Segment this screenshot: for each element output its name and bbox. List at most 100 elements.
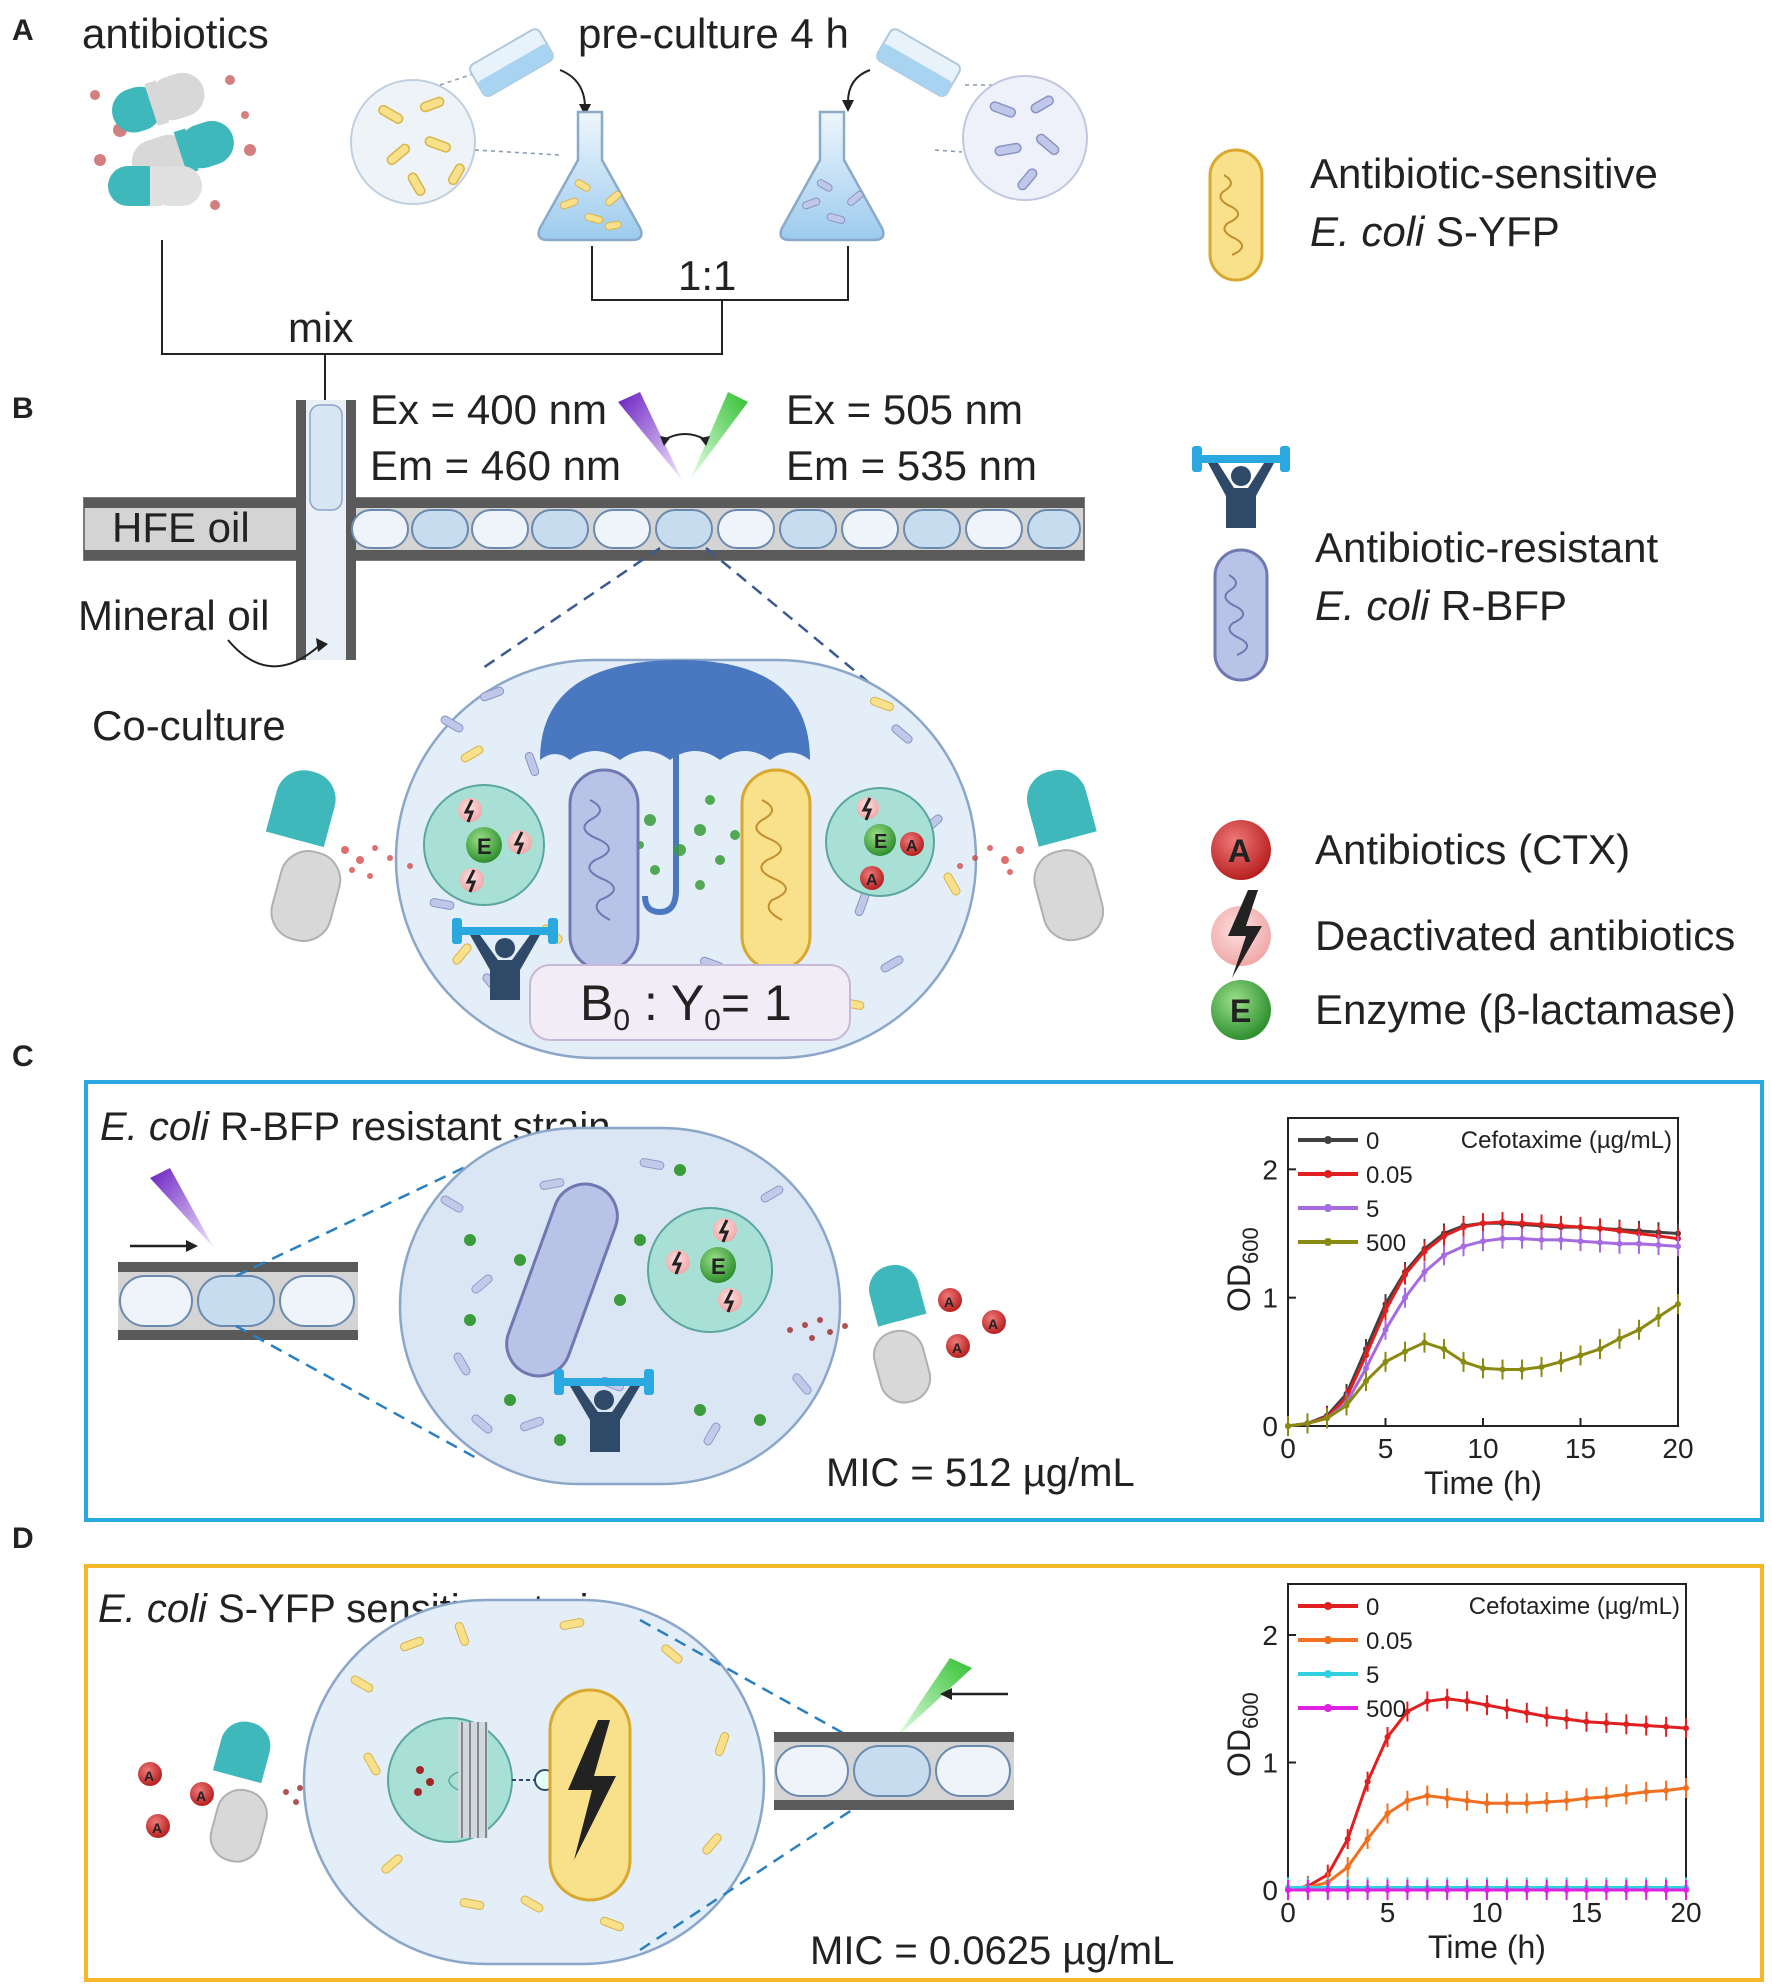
data-point bbox=[1558, 1358, 1564, 1365]
data-point bbox=[1441, 1346, 1447, 1352]
svg-text:A: A bbox=[952, 1340, 962, 1356]
data-point bbox=[1503, 1887, 1510, 1893]
x-tick-label: 20 bbox=[1662, 1433, 1693, 1464]
panel-c: C E. coli R-BFP resistant strain bbox=[12, 1040, 1764, 1522]
svg-text:A: A bbox=[196, 1788, 206, 1804]
data-point bbox=[1543, 1799, 1550, 1806]
flask-yellow-icon bbox=[537, 110, 643, 242]
ratio-text: B0 : Y0= 1 bbox=[580, 975, 792, 1037]
data-point bbox=[1519, 1235, 1525, 1242]
legend-antibiotics: Antibiotics (CTX) bbox=[1315, 826, 1630, 873]
yellow-cells-zoom-icon bbox=[350, 69, 561, 205]
legend-entry: 500 bbox=[1366, 1696, 1406, 1723]
svg-text:A: A bbox=[988, 1316, 998, 1332]
x-tick-label: 5 bbox=[1380, 1897, 1396, 1928]
data-point bbox=[1404, 1797, 1411, 1804]
data-point bbox=[1424, 1698, 1431, 1705]
data-point bbox=[1404, 1887, 1411, 1893]
data-point bbox=[1616, 1240, 1623, 1247]
legend-sensitive-line1: Antibiotic-sensitive bbox=[1310, 150, 1658, 197]
ratio-box bbox=[529, 964, 851, 1041]
legend-sensitive-line2: E. coli S-YFP bbox=[1310, 208, 1560, 255]
droplet-train bbox=[351, 509, 1081, 549]
legend-marker bbox=[1324, 1602, 1332, 1610]
data-point bbox=[1404, 1708, 1411, 1715]
data-point bbox=[1304, 1887, 1311, 1893]
data-point bbox=[1597, 1225, 1603, 1232]
legend-resistant-line1: Antibiotic-resistant bbox=[1315, 524, 1658, 571]
panel-c-frame bbox=[84, 1080, 1764, 1522]
data-point bbox=[1441, 1252, 1447, 1259]
data-point bbox=[1597, 1239, 1603, 1246]
data-point bbox=[1460, 1224, 1467, 1231]
data-point bbox=[1382, 1307, 1389, 1314]
panel-c-strongman-icon bbox=[554, 1369, 654, 1452]
panel-d-capsule-icon bbox=[209, 1721, 271, 1863]
data-point bbox=[1344, 1836, 1351, 1842]
x-tick-label: 20 bbox=[1670, 1897, 1701, 1928]
legend-entry: 0 bbox=[1366, 1128, 1379, 1155]
legend-marker bbox=[1324, 1204, 1332, 1212]
data-point bbox=[1583, 1718, 1590, 1725]
data-point bbox=[1663, 1887, 1670, 1893]
data-point bbox=[1444, 1887, 1451, 1893]
data-point bbox=[1577, 1224, 1584, 1231]
legend-resistant-cell-icon bbox=[1213, 548, 1269, 682]
data-point bbox=[1304, 1420, 1311, 1427]
legend-title: Cefotaxime (µg/mL) bbox=[1469, 1593, 1680, 1620]
data-point bbox=[1364, 1836, 1371, 1842]
data-point bbox=[1675, 1301, 1681, 1308]
legend-marker bbox=[1324, 1704, 1332, 1712]
data-point bbox=[1364, 1887, 1371, 1893]
switch-arrow-icon bbox=[663, 433, 707, 441]
data-point bbox=[1643, 1722, 1650, 1729]
data-point bbox=[1623, 1791, 1630, 1798]
data-point bbox=[1643, 1788, 1650, 1795]
data-point bbox=[1519, 1220, 1525, 1227]
legend-entry: 5 bbox=[1366, 1662, 1379, 1689]
capsule-right-icon bbox=[957, 769, 1105, 942]
svg-text:A: A bbox=[866, 872, 878, 889]
data-point bbox=[1655, 1313, 1662, 1320]
y-axis-label: OD600 bbox=[1221, 1227, 1263, 1312]
panel-label-c: C bbox=[12, 1040, 34, 1073]
legend-marker bbox=[1324, 1636, 1332, 1644]
svg-text:A: A bbox=[906, 838, 918, 855]
legend-entry: 0.05 bbox=[1366, 1628, 1413, 1655]
svg-text:E: E bbox=[711, 1254, 726, 1279]
data-point bbox=[1460, 1358, 1467, 1365]
data-point bbox=[1344, 1864, 1351, 1871]
legend-entry: 500 bbox=[1366, 1230, 1406, 1257]
data-point bbox=[1460, 1243, 1467, 1250]
legend-marker bbox=[1324, 1670, 1332, 1678]
data-point bbox=[1523, 1709, 1530, 1716]
data-point bbox=[1484, 1702, 1490, 1709]
svg-text:A: A bbox=[1228, 833, 1251, 869]
legend: Antibiotic-sensitive E. coli S-YFP Antib… bbox=[1192, 148, 1736, 1040]
data-point bbox=[1503, 1705, 1510, 1712]
data-point bbox=[1402, 1271, 1408, 1278]
panel-d-lightning-icon bbox=[568, 1720, 616, 1860]
data-point bbox=[1421, 1269, 1428, 1275]
x-tick-label: 10 bbox=[1467, 1433, 1498, 1464]
y-tick-label: 0 bbox=[1262, 1875, 1278, 1906]
data-point bbox=[1519, 1366, 1525, 1373]
y-tick-label: 1 bbox=[1262, 1283, 1278, 1314]
data-point bbox=[1464, 1797, 1471, 1804]
x-axis-label: Time (h) bbox=[1424, 1465, 1542, 1501]
data-point bbox=[1655, 1242, 1662, 1249]
data-point bbox=[1384, 1810, 1391, 1817]
data-point bbox=[1603, 1887, 1610, 1893]
data-point bbox=[1285, 1423, 1291, 1429]
antibiotics-label: antibiotics bbox=[82, 10, 269, 57]
x-axis-label: Time (h) bbox=[1428, 1929, 1546, 1965]
flask-blue-icon bbox=[779, 110, 885, 242]
pour-arrow-left bbox=[559, 69, 586, 109]
data-point bbox=[1583, 1795, 1590, 1802]
data-point bbox=[1480, 1238, 1486, 1245]
emission-2: Em = 535 nm bbox=[786, 442, 1037, 489]
data-point bbox=[1623, 1721, 1630, 1728]
data-point bbox=[1363, 1378, 1369, 1385]
data-point bbox=[1382, 1358, 1389, 1365]
